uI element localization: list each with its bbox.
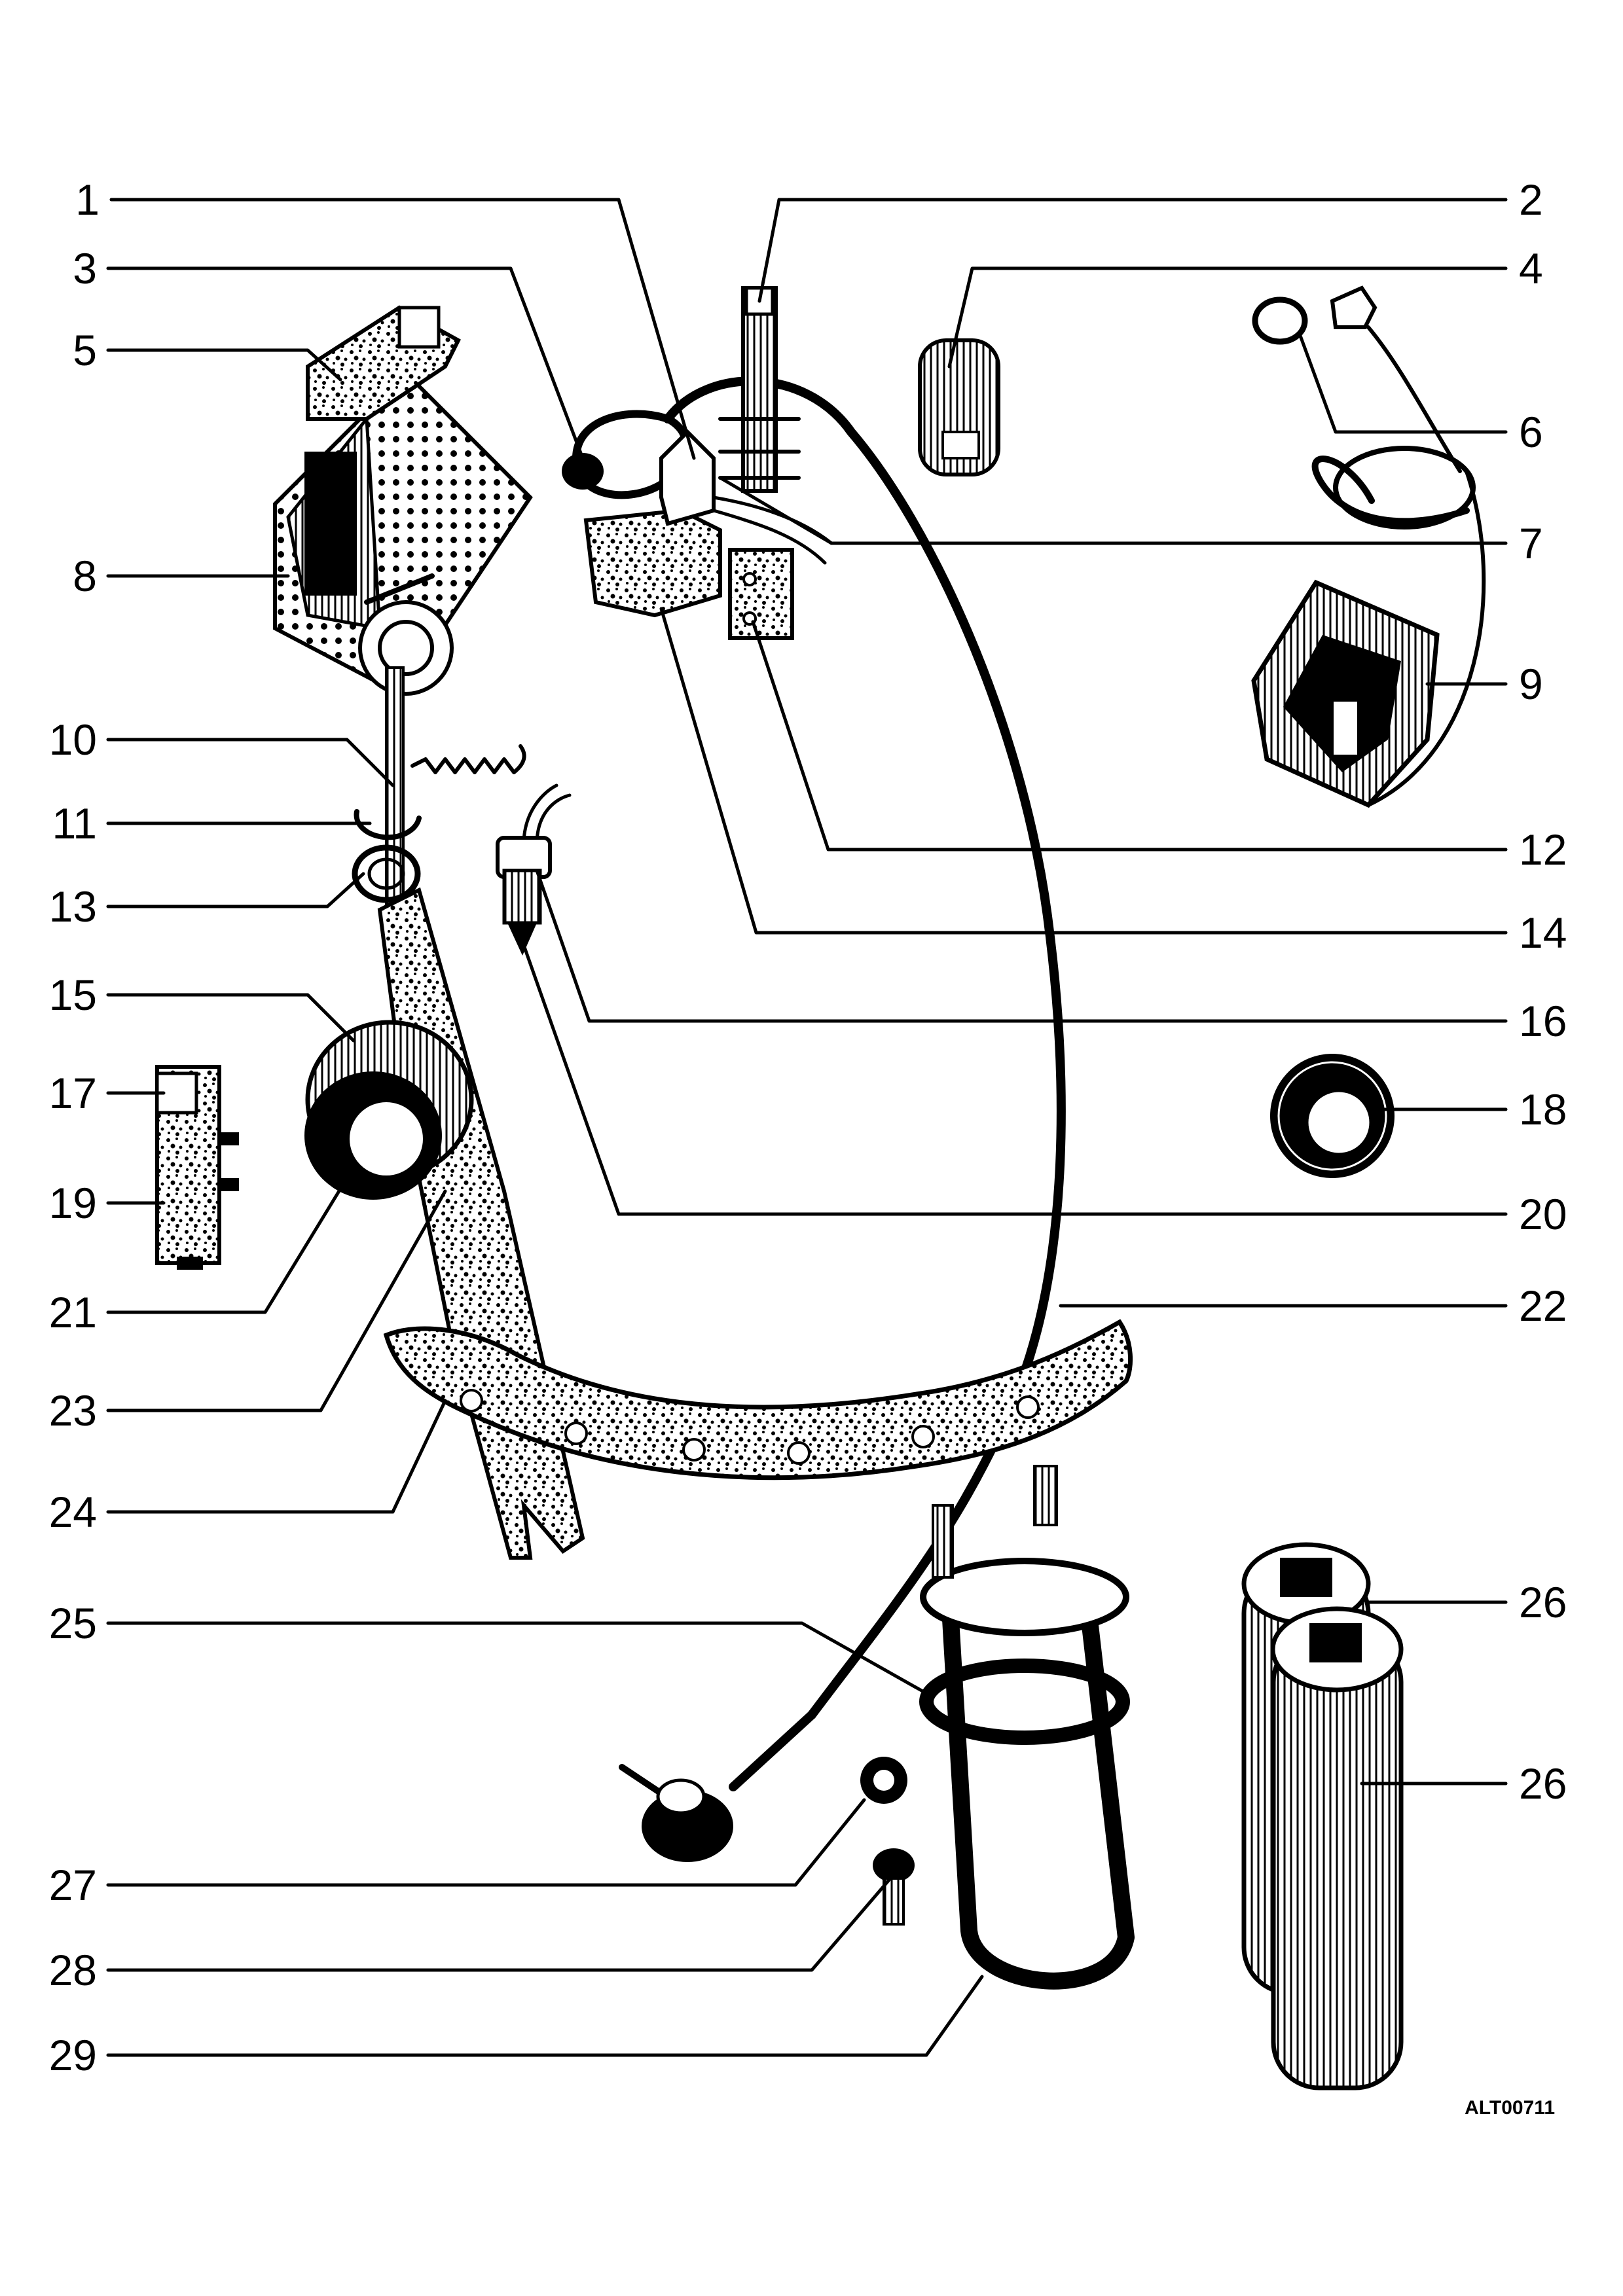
callout-16: 16 — [1519, 997, 1567, 1045]
callout-19: 19 — [49, 1179, 97, 1227]
callout-5: 5 — [73, 326, 97, 374]
callout-4: 4 — [1519, 244, 1543, 293]
callout-14: 14 — [1519, 908, 1567, 957]
tension-spring — [410, 744, 526, 774]
heating-element — [919, 1465, 1135, 1990]
callout-21: 21 — [49, 1288, 97, 1336]
selector-lever — [377, 887, 585, 1560]
leader-lines — [106, 198, 1508, 2057]
callout-1: 1 — [75, 175, 100, 224]
callout-13: 13 — [49, 882, 97, 931]
indicator-lamp — [1252, 285, 1470, 525]
small-switch — [728, 548, 794, 640]
callout-7: 7 — [1519, 519, 1543, 567]
lamp-housing — [1251, 579, 1440, 808]
circlip — [354, 809, 422, 840]
control-knob — [1270, 1054, 1395, 1178]
filter-cartridges — [1241, 1542, 1404, 2090]
cable-grommet — [562, 453, 604, 490]
callout-28: 28 — [49, 1946, 97, 1994]
micro-switch — [155, 1065, 239, 1270]
timer-motor-unit — [273, 370, 533, 696]
callout-6: 6 — [1519, 408, 1543, 456]
fixing-screw — [873, 1848, 915, 1926]
callout-20: 20 — [1519, 1190, 1567, 1238]
washer — [352, 844, 421, 903]
callout-3: 3 — [73, 244, 97, 293]
callout-26-upper: 26 — [1519, 1578, 1567, 1626]
thermostat-probe — [718, 286, 801, 493]
callout-18: 18 — [1519, 1085, 1567, 1134]
callout-labels: 1 2 3 4 5 6 7 8 9 10 11 12 13 14 15 16 1… — [49, 175, 1567, 2079]
mounting-bracket — [306, 305, 461, 421]
callout-15: 15 — [49, 971, 97, 1019]
callout-8: 8 — [73, 552, 97, 600]
callout-2: 2 — [1519, 175, 1543, 224]
callout-17: 17 — [49, 1069, 97, 1117]
power-cable — [663, 376, 1066, 1719]
heater-strip-holes — [460, 1389, 1040, 1465]
callout-22: 22 — [1519, 1282, 1567, 1330]
terminal-block — [583, 508, 722, 618]
callout-25: 25 — [49, 1599, 97, 1647]
callout-9: 9 — [1519, 660, 1543, 708]
callout-24: 24 — [49, 1488, 97, 1536]
selector-knob-assembly — [304, 1020, 474, 1200]
callout-26-lower: 26 — [1519, 1759, 1567, 1808]
callout-29: 29 — [49, 2031, 97, 2079]
callout-11: 11 — [52, 799, 97, 848]
figure-reference-code: ALT00711 — [1465, 2097, 1555, 2119]
mains-plug — [619, 1710, 816, 1862]
lamp-ring — [1333, 446, 1476, 529]
callout-23: 23 — [49, 1386, 97, 1435]
callout-27: 27 — [49, 1861, 97, 1909]
callout-10: 10 — [49, 715, 97, 764]
cable-clamp — [496, 783, 572, 956]
capacitor — [918, 338, 1000, 476]
callout-12: 12 — [1519, 825, 1567, 874]
